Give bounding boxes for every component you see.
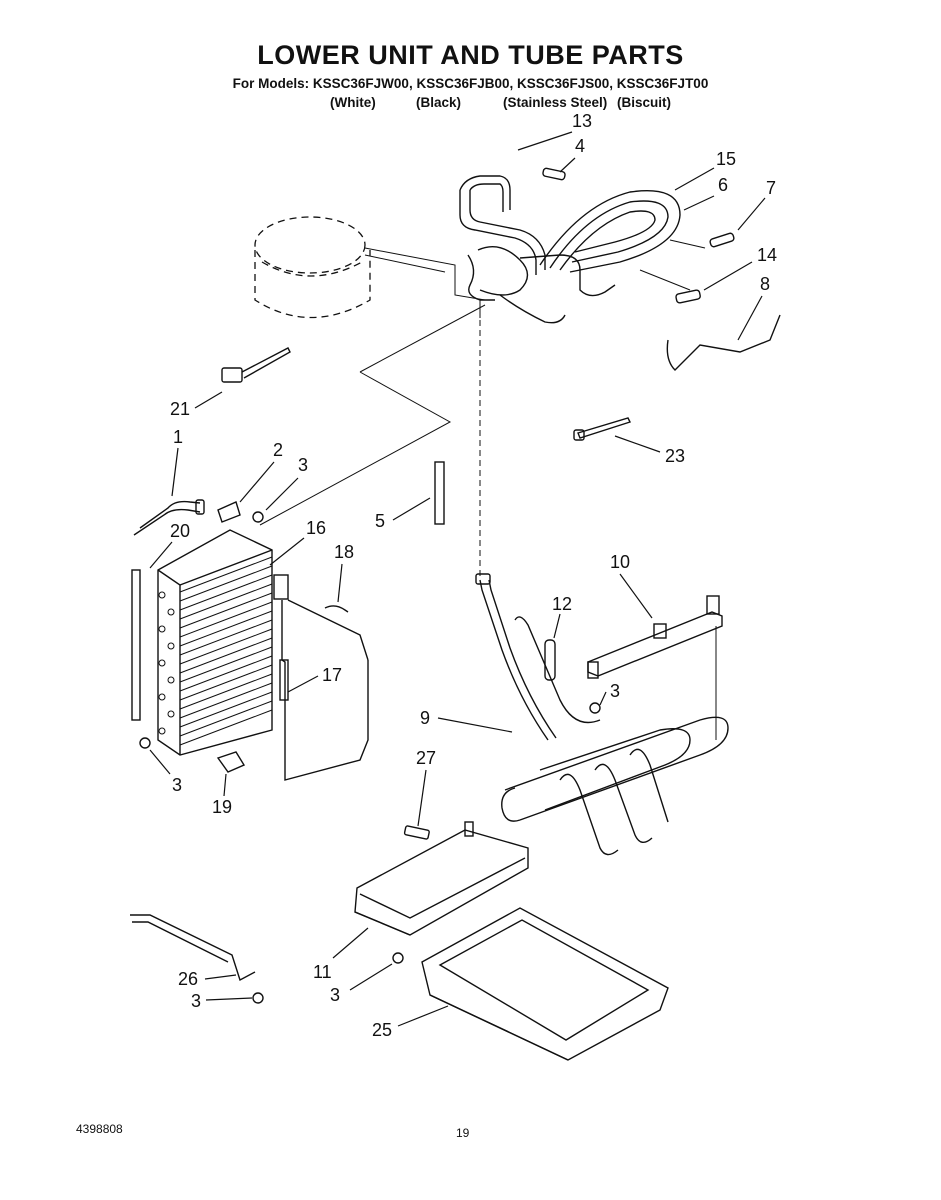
callout-3-d: 3 (330, 985, 340, 1005)
page-number: 19 (456, 1126, 470, 1140)
callout-21: 21 (170, 399, 190, 419)
callout-20: 20 (170, 521, 190, 541)
finish-labels: (White) (Black) (Stainless Steel) (Biscu… (330, 95, 690, 111)
callout-26: 26 (178, 969, 198, 989)
tube-18 (324, 605, 349, 613)
callout-19: 19 (212, 797, 232, 817)
callout-5: 5 (375, 511, 385, 531)
models-line: For Models: KSSC36FJW00, KSSC36FJB00, KS… (232, 76, 709, 91)
callout-1: 1 (173, 427, 183, 447)
tube-5 (434, 461, 445, 525)
callout-11: 11 (313, 962, 332, 982)
document-number: 4398808 (76, 1122, 123, 1136)
callout-27: 27 (416, 748, 436, 768)
callout-8: 8 (760, 274, 770, 294)
heater-tube-9 (475, 573, 729, 856)
callout-7: 7 (766, 178, 776, 198)
screw-3-center (392, 952, 404, 964)
callout-3-e: 3 (191, 991, 201, 1011)
callout-9: 9 (420, 708, 430, 728)
callout-2: 2 (273, 440, 283, 460)
tube-piece-4 (542, 167, 566, 181)
screw-3-right (589, 702, 601, 714)
condenser-assembly (131, 529, 273, 756)
bracket-2 (217, 501, 241, 523)
callout-4: 4 (575, 136, 585, 156)
finish-black: (Black) (416, 95, 462, 110)
upper-tube-assembly (459, 175, 681, 324)
cord-17 (273, 574, 369, 781)
tray-11 (354, 821, 529, 936)
page-title: LOWER UNIT AND TUBE PARTS (257, 40, 684, 70)
callouts: 13 4 15 6 7 14 8 21 23 1 2 3 5 20 16 18 … (149, 111, 777, 1040)
callout-23: 23 (665, 446, 685, 466)
cable-tie-23 (573, 417, 631, 441)
finish-biscuit: (Biscuit) (617, 95, 671, 110)
callout-16: 16 (306, 518, 326, 538)
callout-13: 13 (572, 111, 592, 131)
tube-piece-7 (709, 232, 735, 248)
drain-pan-25 (421, 907, 669, 1061)
callout-3-a: 3 (298, 455, 308, 475)
clip-27 (403, 825, 430, 840)
harness-1 (133, 499, 205, 536)
callout-3-b: 3 (610, 681, 620, 701)
cable-tie-21 (221, 347, 291, 383)
tube-12 (544, 639, 556, 681)
screw-3-upper (252, 511, 264, 523)
wire-8 (666, 314, 781, 371)
compressor-phantom (254, 216, 486, 319)
wire-26 (130, 914, 256, 982)
callout-3-c: 3 (172, 775, 182, 795)
clip-19 (216, 751, 246, 773)
finish-stainless: (Stainless Steel) (503, 95, 608, 110)
callout-6: 6 (718, 175, 728, 195)
callout-17: 17 (322, 665, 342, 685)
callout-14: 14 (757, 245, 777, 265)
tube-piece-14 (675, 289, 701, 304)
callout-18: 18 (334, 542, 354, 562)
screw-3-left (139, 737, 151, 749)
finish-white: (White) (330, 95, 376, 110)
callout-15: 15 (716, 149, 736, 169)
callout-10: 10 (610, 552, 630, 572)
callout-12: 12 (552, 594, 572, 614)
callout-25: 25 (372, 1020, 392, 1040)
bracket-10 (587, 595, 723, 740)
screw-3-bottom (252, 992, 264, 1004)
